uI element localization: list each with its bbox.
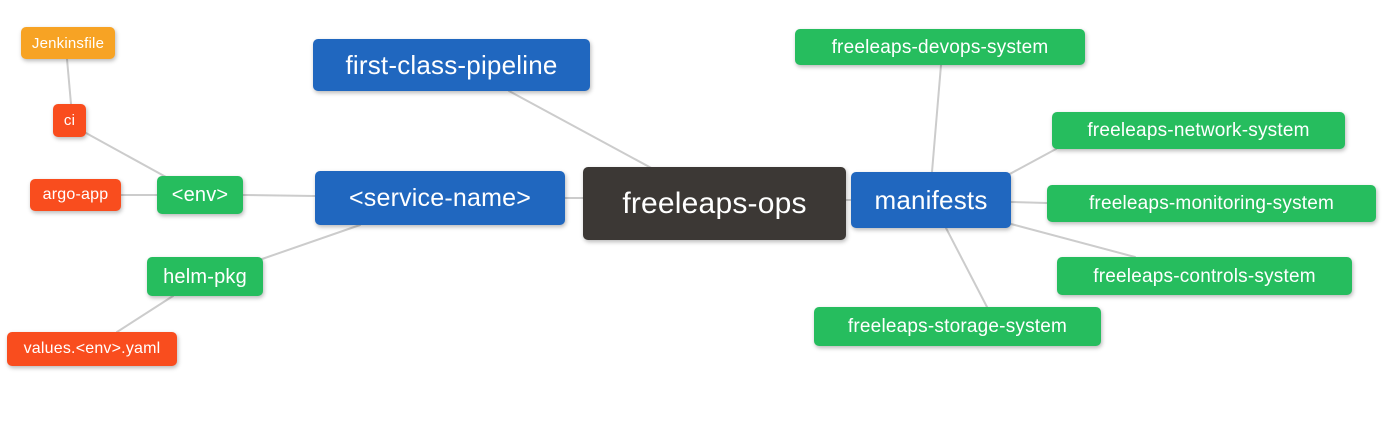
edge-jenkinsfile-ci — [66, 58, 72, 105]
edge-first-class-pipeline-root — [508, 90, 656, 171]
node-env[interactable]: <env> — [157, 176, 243, 214]
edge-helm-pkg-values-env-yaml — [116, 295, 174, 333]
node-freeleaps-storage-system[interactable]: freeleaps-storage-system — [814, 307, 1101, 346]
node-freeleaps-controls-system[interactable]: freeleaps-controls-system — [1057, 257, 1352, 295]
edge-manifests-network — [1005, 148, 1057, 177]
edge-manifests-controls — [1010, 223, 1136, 258]
node-freeleaps-monitoring-system[interactable]: freeleaps-monitoring-system — [1047, 185, 1376, 222]
node-manifests[interactable]: manifests — [851, 172, 1011, 228]
edge-ci-env — [85, 132, 167, 178]
node-ci[interactable]: ci — [53, 104, 86, 137]
node-freeleaps-devops-system[interactable]: freeleaps-devops-system — [795, 29, 1085, 65]
edge-manifests-monitoring — [1010, 201, 1048, 204]
node-argo-app[interactable]: argo-app — [30, 179, 121, 211]
node-first-class-pipeline[interactable]: first-class-pipeline — [313, 39, 590, 91]
node-jenkinsfile[interactable]: Jenkinsfile — [21, 27, 115, 59]
node-service-name[interactable]: <service-name> — [315, 171, 565, 225]
node-freeleaps-network-system[interactable]: freeleaps-network-system — [1052, 112, 1345, 149]
edge-manifests-devops — [931, 64, 942, 173]
node-helm-pkg[interactable]: helm-pkg — [147, 257, 263, 296]
edge-service-name-helm-pkg — [261, 224, 361, 260]
node-freeleaps-ops[interactable]: freeleaps-ops — [583, 167, 846, 240]
edge-env-service-name — [242, 194, 316, 197]
edge-manifests-storage — [945, 227, 988, 308]
node-values-env-yaml[interactable]: values.<env>.yaml — [7, 332, 177, 366]
